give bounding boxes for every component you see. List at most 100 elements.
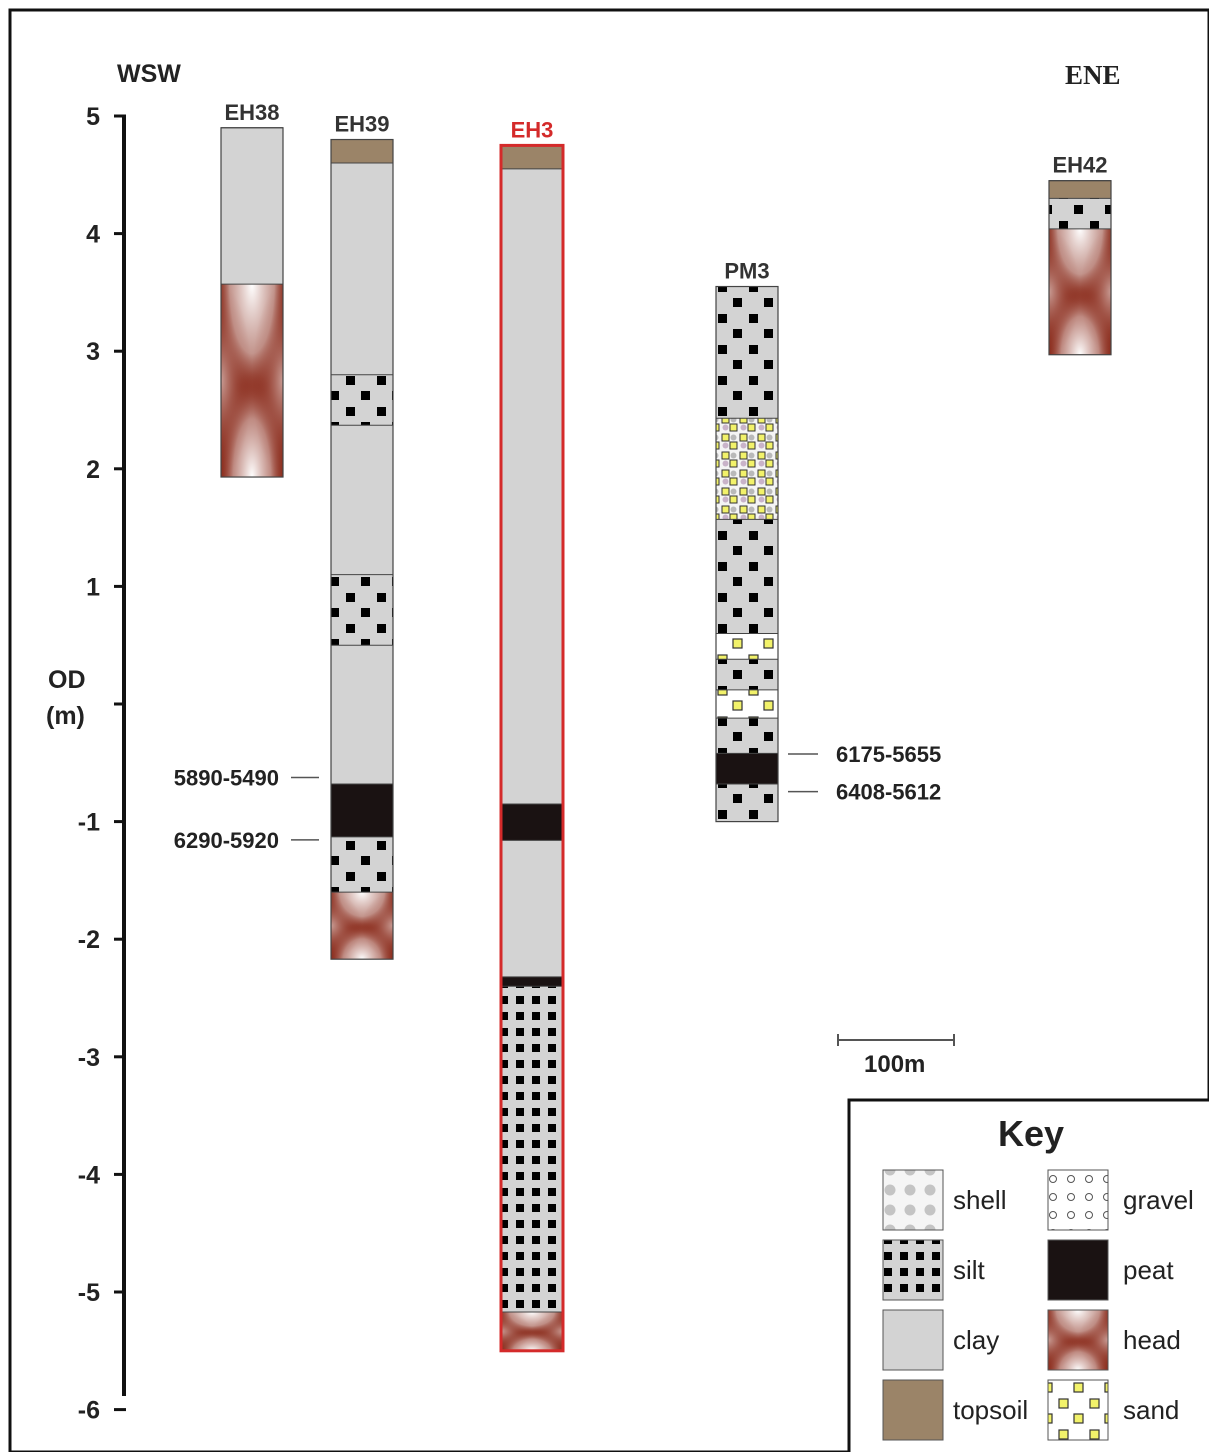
- borehole-label: EH39: [334, 112, 389, 137]
- axis-tick-label: 5: [86, 103, 100, 131]
- key-item-silt: silt: [882, 1239, 986, 1301]
- borehole-eh3: EH3: [499, 117, 565, 1353]
- layer-clay: [501, 168, 563, 804]
- axis-tick-label: -5: [78, 1279, 100, 1307]
- borehole-outline: [715, 285, 779, 823]
- date-label: 5890-5490: [174, 766, 279, 791]
- axis-tick-label: -2: [78, 926, 100, 954]
- direction-east-label: ENE: [1065, 60, 1121, 90]
- layer-peat: [501, 803, 563, 841]
- layer-clay: [331, 163, 393, 375]
- axis-tick-label: -6: [78, 1397, 100, 1425]
- borehole-label: PM3: [724, 259, 769, 284]
- key-swatch-border: [882, 1169, 944, 1231]
- key-label: gravel: [1123, 1185, 1194, 1215]
- key-label: topsoil: [953, 1395, 1028, 1425]
- date-label: 6290-5920: [174, 828, 279, 853]
- key-swatch: [1048, 1240, 1108, 1300]
- legend-key: Key shell gravel silt peat clay head topsoil sa…: [847, 1098, 1209, 1452]
- key-swatch: [883, 1240, 943, 1300]
- axis-tick-label: 1: [86, 573, 100, 601]
- head-highlight: [221, 284, 283, 478]
- key-item-shell: shell: [882, 1169, 1006, 1231]
- key-swatch-border: [882, 1309, 944, 1371]
- key-swatch-border: [882, 1379, 944, 1441]
- axis-tick-label: 4: [86, 221, 100, 249]
- head-highlight: [1048, 1310, 1108, 1370]
- key-item-gravel: gravel: [1047, 1169, 1194, 1231]
- direction-west-label: WSW: [117, 60, 181, 88]
- borehole-outline: [220, 127, 284, 478]
- layer-silt: [716, 286, 778, 419]
- borehole-outline: [330, 138, 394, 960]
- date-label: 6408-5612: [836, 780, 941, 805]
- borehole-eh39: EH39: [330, 112, 394, 960]
- key-label: silt: [953, 1255, 986, 1285]
- key-item-peat: peat: [1047, 1239, 1174, 1301]
- head-highlight: [1049, 228, 1111, 355]
- layer-topsoil: [501, 145, 563, 169]
- key-item-sand: sand: [1047, 1379, 1179, 1441]
- borehole-eh42: EH42: [1048, 153, 1112, 356]
- layer-silt: [331, 374, 393, 426]
- key-swatch: [883, 1170, 943, 1230]
- layer-silt: [716, 783, 778, 822]
- radiocarbon-dates: 5890-5490 6290-5920 6175-5655 6408-5612: [174, 742, 941, 853]
- key-swatch: [1048, 1380, 1108, 1440]
- key-swatch: [883, 1380, 943, 1440]
- key-swatch-border: [1047, 1309, 1109, 1371]
- borehole-label: EH3: [511, 117, 554, 142]
- key-label: peat: [1123, 1255, 1174, 1285]
- key-item-clay: clay: [882, 1309, 999, 1371]
- axis-tick-label: -4: [78, 1161, 100, 1189]
- layer-silt: [331, 574, 393, 646]
- date-label: 6175-5655: [836, 742, 941, 767]
- scale-bar: 100m: [837, 1034, 955, 1078]
- axis-label-od: OD: [48, 666, 86, 694]
- layer-peat: [501, 976, 563, 987]
- layer-topsoil: [1049, 180, 1111, 199]
- layer-clay: [501, 840, 563, 977]
- layer-sand: [716, 689, 778, 719]
- layer-mixed: [716, 418, 778, 520]
- layer-silt: [716, 718, 778, 754]
- key-label: shell: [953, 1185, 1006, 1215]
- key-swatch-border: [1047, 1379, 1109, 1441]
- layer-silt: [501, 986, 563, 1312]
- layer-silt: [716, 519, 778, 634]
- axis-tick-label: 2: [86, 456, 100, 484]
- head-highlight: [331, 892, 393, 960]
- key-label: sand: [1123, 1395, 1179, 1425]
- layer-silt: [716, 659, 778, 690]
- key-label: clay: [953, 1325, 999, 1355]
- key-swatch: [883, 1310, 943, 1370]
- key-swatch-border: [882, 1239, 944, 1301]
- head-highlight: [501, 1311, 563, 1351]
- borehole-outline: [1048, 180, 1112, 356]
- borehole-outline: [499, 143, 565, 1353]
- layer-peat: [331, 783, 393, 837]
- layer-silt: [1049, 198, 1111, 229]
- axis-tick-label: -3: [78, 1044, 100, 1072]
- borehole-pm3: PM3: [715, 259, 779, 823]
- key-swatch: [1048, 1170, 1108, 1230]
- key-title: Key: [998, 1113, 1064, 1154]
- axis-tick-label: -1: [78, 809, 100, 837]
- layer-sand: [716, 633, 778, 660]
- key-swatch-border: [1047, 1239, 1109, 1301]
- key-label: head: [1123, 1325, 1181, 1355]
- borehole-label: EH42: [1052, 153, 1107, 178]
- borehole-eh38: EH38: [220, 100, 284, 478]
- layer-peat: [716, 753, 778, 784]
- layer-silt: [331, 836, 393, 893]
- borehole-label: EH38: [224, 100, 279, 125]
- layer-clay: [221, 127, 283, 285]
- key-swatch-border: [1047, 1169, 1109, 1231]
- axis-label-unit: (m): [46, 702, 85, 730]
- layer-clay: [331, 645, 393, 784]
- scale-bar-label: 100m: [864, 1051, 925, 1078]
